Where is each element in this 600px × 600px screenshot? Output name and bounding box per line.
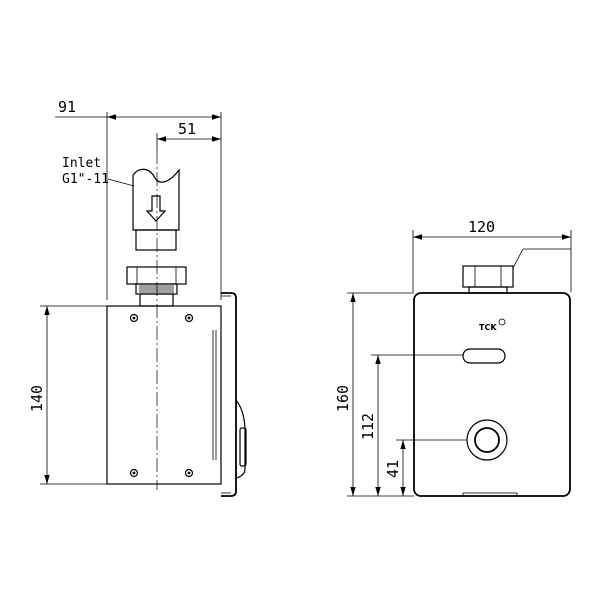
dim-91: 91 bbox=[55, 98, 221, 120]
inlet-label-line1: Inlet bbox=[62, 156, 101, 171]
dim-51-label: 51 bbox=[178, 120, 196, 138]
sensor-window bbox=[462, 348, 506, 364]
dim-41: 41 bbox=[384, 439, 467, 496]
down-arrow-icon bbox=[145, 195, 167, 222]
side-view: 91 51 Inlet G1"-11 bbox=[28, 98, 247, 497]
cover-plate-profile bbox=[212, 292, 247, 497]
inlet-label-line2: G1"-11 bbox=[62, 172, 109, 187]
inlet-pipe bbox=[132, 168, 180, 251]
dim-120: 120 bbox=[412, 218, 572, 292]
dim-160-label: 160 bbox=[334, 385, 352, 412]
dim-41-label: 41 bbox=[384, 460, 402, 478]
inlet-nut bbox=[126, 266, 187, 307]
front-view: 120 TCK 160 bbox=[334, 218, 572, 497]
dim-160: 160 bbox=[334, 292, 414, 497]
front-nut bbox=[462, 265, 514, 294]
brand-logo: TCK bbox=[479, 318, 506, 332]
flush-button bbox=[466, 419, 508, 461]
dim-120-label: 120 bbox=[468, 218, 495, 236]
dim-112-label: 112 bbox=[359, 413, 377, 440]
front-base-tab bbox=[462, 492, 518, 497]
inlet-leader bbox=[107, 178, 135, 187]
brand-logo-text: TCK bbox=[479, 323, 497, 332]
dim-140-label: 140 bbox=[28, 385, 46, 412]
dim-140: 140 bbox=[28, 305, 107, 485]
side-screws bbox=[129, 313, 194, 478]
side-body bbox=[106, 305, 222, 485]
dim-51: 51 bbox=[157, 120, 221, 142]
dim-112: 112 bbox=[359, 354, 463, 496]
dim-91-label: 91 bbox=[58, 98, 76, 116]
nut-leader bbox=[512, 248, 524, 269]
